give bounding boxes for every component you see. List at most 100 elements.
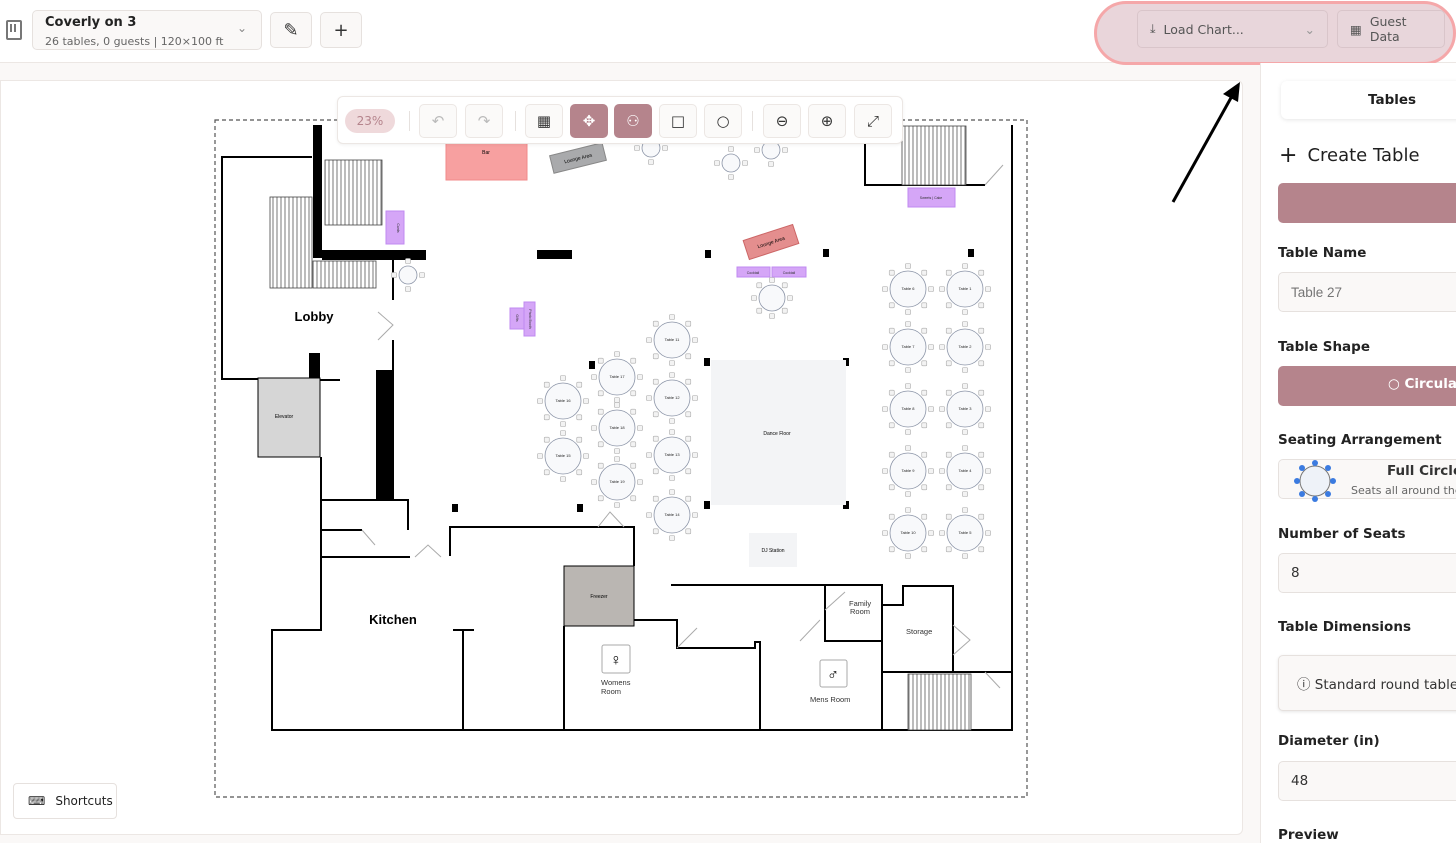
shortcuts-button[interactable]: ⌨Shortcuts xyxy=(13,783,117,819)
round-table[interactable] xyxy=(714,146,748,180)
round-table[interactable]: Table 10 xyxy=(882,507,934,559)
seats-input[interactable]: 8 xyxy=(1278,553,1456,593)
chair xyxy=(768,161,774,167)
chair xyxy=(888,389,895,396)
chair xyxy=(669,535,675,541)
lounge-area-pink[interactable]: Lounge Area xyxy=(742,223,800,261)
round-table[interactable]: Table 11 xyxy=(646,314,698,366)
dj-station[interactable] xyxy=(749,533,797,567)
chevron-down-icon: ⌄ xyxy=(1304,21,1315,37)
floor-plan-canvas[interactable] xyxy=(0,80,1243,835)
shape-circular-button[interactable]: ○ Circular xyxy=(1278,366,1456,406)
create-table-button[interactable] xyxy=(1278,183,1456,223)
round-table[interactable]: Table 14 xyxy=(646,489,698,541)
sweets-label: Sweets | Cake xyxy=(920,196,943,200)
chair xyxy=(905,491,911,497)
chair xyxy=(685,435,692,442)
zoom-out-button[interactable]: ⊖ xyxy=(763,104,801,138)
chair xyxy=(905,507,911,513)
guests-tool-button[interactable]: ⚇ xyxy=(614,104,652,138)
chair xyxy=(978,484,985,491)
chair xyxy=(662,145,668,151)
full-circle-seating-icon xyxy=(1294,460,1336,502)
chair xyxy=(962,321,968,327)
seating-full-circle-option[interactable]: Full Circle Seats all around the table xyxy=(1278,459,1456,502)
guest-data-label: Guest Data xyxy=(1369,14,1407,44)
pencil-icon: ✎ xyxy=(283,19,299,41)
chair xyxy=(669,360,675,366)
chair xyxy=(714,160,720,166)
round-table[interactable]: Table 16 xyxy=(537,375,589,427)
chair xyxy=(888,422,895,429)
round-table[interactable]: Table 3 xyxy=(939,383,991,435)
chair xyxy=(962,429,968,435)
round-table[interactable]: Table 7 xyxy=(882,321,934,373)
round-table[interactable]: Table 17 xyxy=(591,351,643,403)
round-table[interactable] xyxy=(751,277,793,319)
users-icon: ⚇ xyxy=(626,112,640,130)
tab-tables[interactable]: Tables xyxy=(1281,81,1456,119)
diameter-input[interactable]: 48 xyxy=(1278,761,1456,801)
chart-subtitle: 26 tables, 0 guests | 120×100 ft xyxy=(45,35,224,48)
purple-items[interactable] xyxy=(385,187,956,337)
table-label: Table 18 xyxy=(609,425,625,430)
lounge-area-gray[interactable]: Lounge Area xyxy=(549,142,607,174)
move-tool-button[interactable]: ✥ xyxy=(570,104,608,138)
chair xyxy=(576,436,583,443)
right-panel: Tables +Create Table Table Name Table Sh… xyxy=(1260,63,1456,843)
chair xyxy=(905,445,911,451)
chair xyxy=(637,374,643,380)
guest-data-button[interactable]: ▦ Guest Data xyxy=(1337,10,1445,48)
round-table[interactable]: Table 4 xyxy=(939,445,991,497)
bar[interactable] xyxy=(445,139,528,181)
rectangle-tool-button[interactable]: □ xyxy=(659,104,697,138)
storage-label: Storage xyxy=(906,627,932,636)
chair xyxy=(646,452,652,458)
chair xyxy=(543,414,550,421)
chair xyxy=(921,546,928,553)
round-table[interactable]: Table 15 xyxy=(537,430,589,482)
chart-selector[interactable]: Coverly on 3 26 tables, 0 guests | 120×1… xyxy=(32,10,262,50)
zoom-level: 23% xyxy=(345,109,395,133)
circle-tool-button[interactable]: ○ xyxy=(704,104,742,138)
add-chart-button[interactable]: + xyxy=(320,12,362,48)
chair xyxy=(882,406,888,412)
round-table[interactable]: Table 19 xyxy=(591,456,643,508)
round-table[interactable]: Table 18 xyxy=(591,402,643,454)
chair xyxy=(751,295,757,301)
chair xyxy=(921,451,928,458)
chair xyxy=(921,269,928,276)
round-table[interactable]: Table 12 xyxy=(646,372,698,424)
fit-screen-button[interactable]: ⤢ xyxy=(854,104,892,138)
round-table[interactable]: Table 13 xyxy=(646,429,698,481)
grid-toggle-button[interactable]: ▦ xyxy=(525,104,563,138)
chair xyxy=(576,469,583,476)
edit-chart-button[interactable]: ✎ xyxy=(270,12,312,48)
chair xyxy=(614,456,620,462)
round-table[interactable]: Table 6 xyxy=(882,263,934,315)
zoom-in-button[interactable]: ⊕ xyxy=(808,104,846,138)
load-chart-dropdown[interactable]: ⤓ Load Chart... ⌄ xyxy=(1137,10,1328,48)
round-table[interactable]: Table 8 xyxy=(882,383,934,435)
redo-button[interactable]: ↷ xyxy=(465,104,503,138)
chair xyxy=(652,528,659,535)
chair xyxy=(905,429,911,435)
round-table[interactable]: Table 2 xyxy=(939,321,991,373)
chair xyxy=(921,360,928,367)
chair xyxy=(630,495,637,502)
expand-icon: ⤢ xyxy=(866,112,879,130)
chair xyxy=(905,263,911,269)
circle-icon: ○ xyxy=(716,112,730,130)
table-name-input[interactable] xyxy=(1278,272,1456,312)
chair xyxy=(614,397,620,403)
chair xyxy=(978,389,985,396)
round-table[interactable]: Table 5 xyxy=(939,507,991,559)
undo-button[interactable]: ↶ xyxy=(419,104,457,138)
dance-floor[interactable] xyxy=(711,360,846,505)
round-table[interactable] xyxy=(391,258,425,292)
round-table[interactable]: Table 9 xyxy=(882,445,934,497)
round-table[interactable]: Table 1 xyxy=(939,263,991,315)
chair xyxy=(978,546,985,553)
